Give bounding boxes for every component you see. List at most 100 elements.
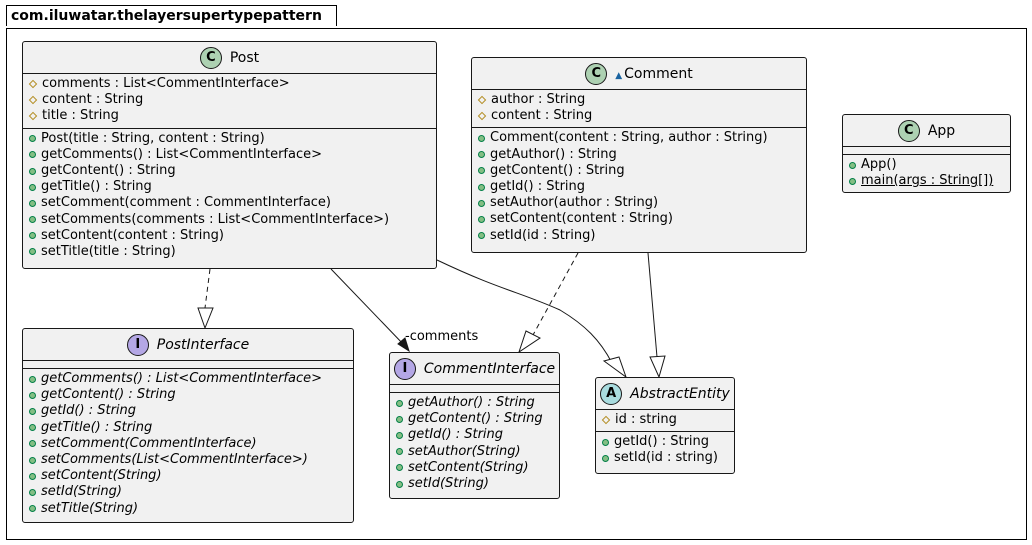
protected-diamond-icon xyxy=(28,96,38,105)
fields-section xyxy=(390,385,559,393)
class-name: Comment xyxy=(624,65,693,82)
method-text: setId(String) xyxy=(41,484,122,500)
public-dot-icon xyxy=(396,464,403,472)
method-row: getContent() : String xyxy=(23,163,436,179)
method-text: getContent() : String xyxy=(490,162,625,178)
method-text: getId() : String xyxy=(614,434,710,450)
method-text: setAuthor(String) xyxy=(408,443,521,459)
method-text: getId() : String xyxy=(408,427,504,443)
class-post[interactable]: C Post comments : List<CommentInterface>… xyxy=(22,41,437,269)
public-dot-icon xyxy=(29,183,36,191)
comment-extends-abstractentity xyxy=(647,252,658,358)
public-dot-icon xyxy=(602,454,609,462)
class-name: PostInterface xyxy=(156,336,250,353)
public-dot-icon xyxy=(396,415,403,423)
method-text: setComment(CommentInterface) xyxy=(41,435,257,451)
method-row: setComments(List<CommentInterface>) xyxy=(23,452,353,468)
method-row: getContent() : String xyxy=(472,163,806,179)
association-role-label: -comments xyxy=(405,329,479,344)
method-text: getContent() : String xyxy=(41,387,176,403)
public-dot-icon xyxy=(478,134,485,142)
method-text: getId() : String xyxy=(490,178,586,194)
public-dot-icon xyxy=(478,215,485,223)
field-row: title : String xyxy=(23,108,436,124)
public-dot-icon xyxy=(396,480,403,488)
class-header: I PostInterface xyxy=(23,329,353,361)
method-row: Comment(content : String, author : Strin… xyxy=(472,130,806,146)
comment-realizes-commentinterface xyxy=(532,252,579,336)
methods-section: Comment(content : String, author : Strin… xyxy=(472,128,806,246)
method-row: getContent() : String xyxy=(23,387,353,403)
abstract-class-abstractentity[interactable]: A AbstractEntity id : string getId() : S… xyxy=(595,377,735,474)
post-realizes-postinterface xyxy=(204,268,211,309)
comment-extends-abstractentity-arrowhead xyxy=(649,355,666,379)
triangle-up-icon: ▲ xyxy=(615,70,623,81)
public-dot-icon xyxy=(29,391,36,399)
field-row: content : String xyxy=(23,92,436,108)
method-row: setContent(content : String) xyxy=(23,228,436,244)
public-dot-icon xyxy=(29,248,36,256)
method-row: setComment(comment : CommentInterface) xyxy=(23,195,436,211)
package-name: com.iluwatar.thelayersupertypepattern xyxy=(11,8,322,24)
method-row: getId() : String xyxy=(472,179,806,195)
method-text: getComments() : List<CommentInterface> xyxy=(41,146,323,162)
field-row: id : string xyxy=(596,412,734,428)
method-text: setId(id : String) xyxy=(490,227,596,243)
post-extends-abstractentity xyxy=(436,259,613,364)
public-dot-icon xyxy=(29,407,36,415)
method-row: setContent(content : String) xyxy=(472,211,806,227)
public-dot-icon xyxy=(29,440,36,448)
abstract-badge-icon: A xyxy=(600,382,623,405)
method-text: setContent(String) xyxy=(408,459,529,475)
method-row: setId(id : String) xyxy=(472,228,806,244)
public-dot-icon xyxy=(396,399,403,407)
method-text: getAuthor() : String xyxy=(490,146,617,162)
protected-diamond-icon xyxy=(477,112,487,121)
method-row: setComments(comments : List<CommentInter… xyxy=(23,212,436,228)
method-text: getContent() : String xyxy=(41,162,176,178)
class-header: A AbstractEntity xyxy=(596,378,734,410)
public-dot-icon xyxy=(29,456,36,464)
method-row: Post(title : String, content : String) xyxy=(23,131,436,147)
fields-section: comments : List<CommentInterface>content… xyxy=(23,74,436,129)
method-row: setComment(CommentInterface) xyxy=(23,436,353,452)
method-text: setComment(comment : CommentInterface) xyxy=(41,195,332,211)
field-text: author : String xyxy=(491,92,586,107)
public-dot-icon xyxy=(602,438,609,446)
method-text: setAuthor(author : String) xyxy=(490,195,659,211)
interface-commentinterface[interactable]: I CommentInterface getAuthor() : String g… xyxy=(389,352,560,499)
public-dot-icon xyxy=(29,424,36,432)
method-row: getTitle() : String xyxy=(23,420,353,436)
public-dot-icon xyxy=(29,151,36,159)
interface-postinterface[interactable]: I PostInterface getComments() : List<Com… xyxy=(22,328,354,523)
method-text: Comment(content : String, author : Strin… xyxy=(490,130,768,146)
method-row: getId() : String xyxy=(23,403,353,419)
method-row: getAuthor() : String xyxy=(390,395,559,411)
public-dot-icon xyxy=(29,488,36,496)
post-comments-association xyxy=(330,268,406,347)
class-header: I CommentInterface xyxy=(390,353,559,385)
class-app[interactable]: C App App()main(args : String[]) xyxy=(842,114,1011,193)
field-text: content : String xyxy=(491,108,593,124)
method-row: setAuthor(author : String) xyxy=(472,195,806,211)
class-badge-icon: C xyxy=(199,46,222,69)
public-dot-icon xyxy=(396,448,403,456)
method-text: getId() : String xyxy=(41,403,137,419)
post-extends-abstractentity-arrowhead xyxy=(602,356,628,379)
public-dot-icon xyxy=(29,135,36,143)
fields-section xyxy=(23,361,353,369)
method-row: getComments() : List<CommentInterface> xyxy=(23,371,353,387)
public-dot-icon xyxy=(478,167,485,175)
method-text: main(args : String[]) xyxy=(861,173,994,189)
methods-section: getComments() : List<CommentInterface>ge… xyxy=(23,369,353,520)
package-tab: com.iluwatar.thelayersupertypepattern xyxy=(6,5,337,26)
class-name-wrap: ▲Comment xyxy=(615,66,693,82)
method-row: getId() : String xyxy=(390,427,559,443)
method-text: setComments(comments : List<CommentInter… xyxy=(41,211,390,227)
fields-section xyxy=(843,147,1010,155)
field-text: title : String xyxy=(42,108,119,124)
method-text: setContent(content : String) xyxy=(490,211,673,227)
method-text: setComments(List<CommentInterface>) xyxy=(41,451,308,467)
